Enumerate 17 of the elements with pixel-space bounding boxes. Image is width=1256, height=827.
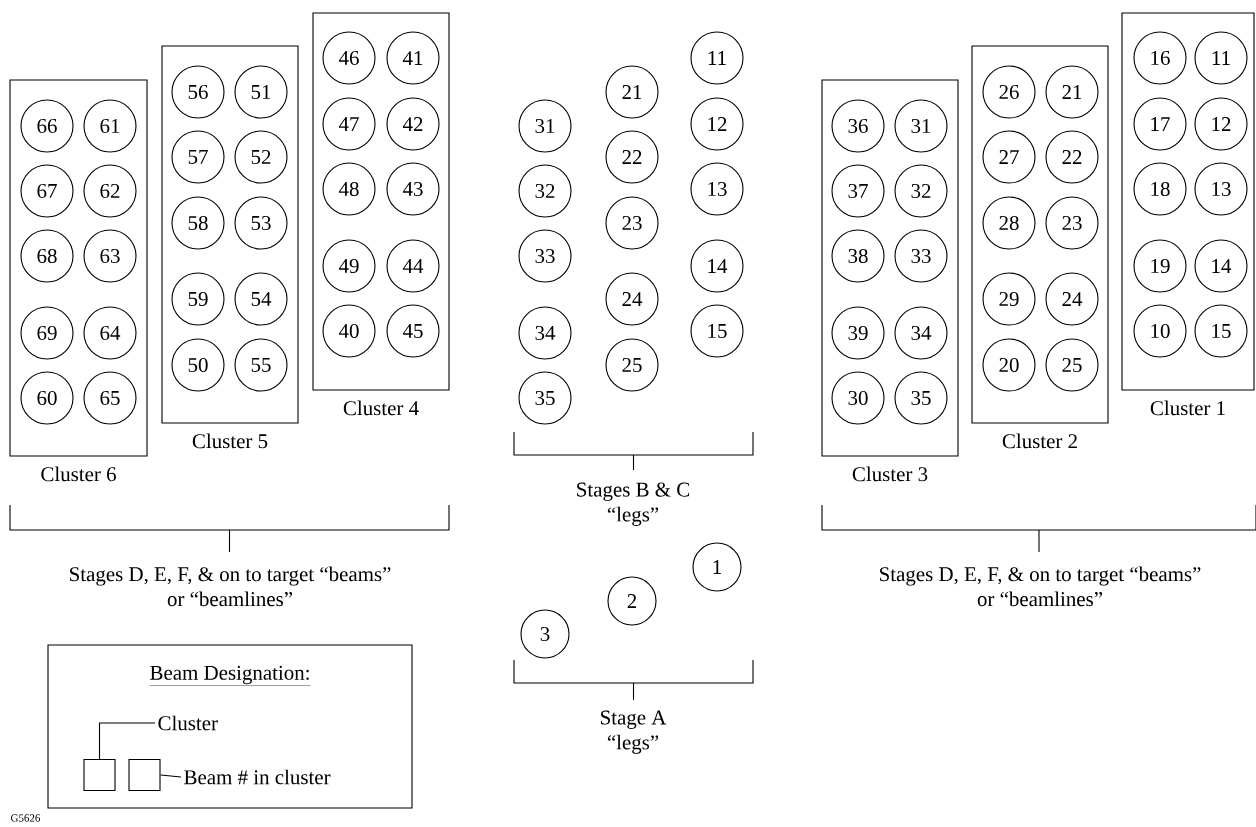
- bracket-label: Stage A “legs”: [601, 710, 667, 754]
- bracket-label: Stages D, E, F, & on to target “beams” or “beamlines”: [880, 566, 1201, 607]
- leader-line: [98, 722, 156, 760]
- node-label: Cluster 2: [1002, 433, 1077, 449]
- node-label: Cluster 5: [192, 433, 268, 449]
- bracket-label: Stages D, E, F, & on to target “beams” or “beamlines”: [70, 566, 391, 607]
- leader-line: [160, 774, 182, 778]
- bracket-label: Stages B & C “legs”: [577, 482, 690, 526]
- node-label: Cluster 1: [1150, 400, 1225, 416]
- node-label: Cluster 4: [343, 400, 419, 416]
- digit-box: [83, 758, 116, 792]
- digit-box: [128, 758, 161, 792]
- legend-text: Beam # in cluster: [184, 769, 331, 785]
- figure-id: G5626: [11, 814, 41, 822]
- legend-text: Cluster: [158, 715, 218, 731]
- node-label: Cluster 6: [41, 466, 116, 482]
- node-label: Cluster 3: [852, 466, 928, 482]
